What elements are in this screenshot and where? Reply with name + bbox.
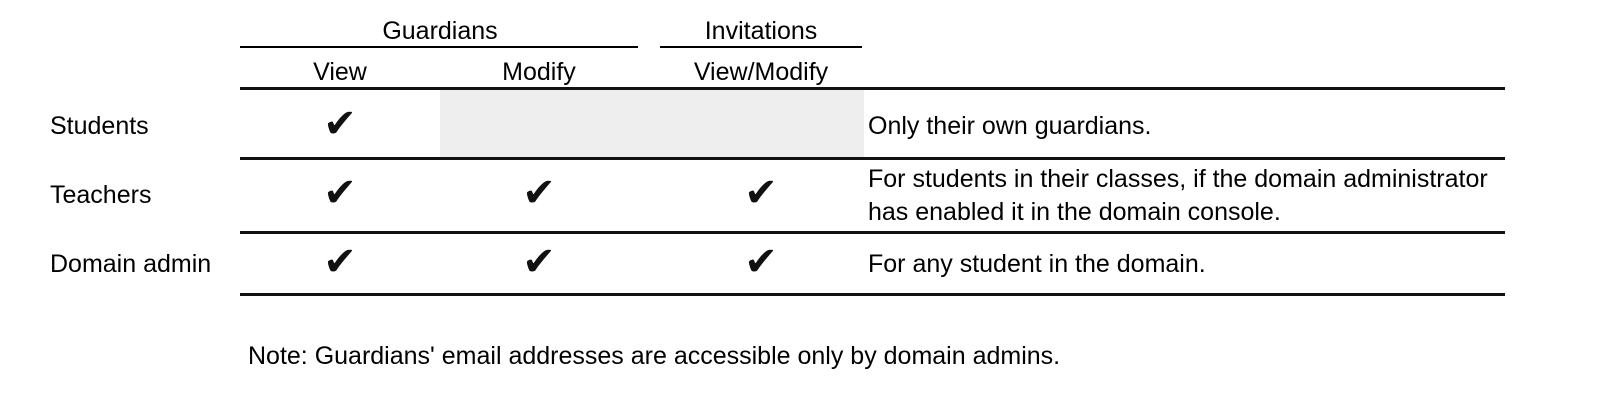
table-rule-bottom xyxy=(240,293,1505,296)
check-icon-teachers-guardians-view: ✔ xyxy=(323,170,357,216)
column-header-invitations-view-modify: View/Modify xyxy=(693,58,829,86)
check-icon-students-guardians-view: ✔ xyxy=(323,101,357,147)
group-header-guardians: Guardians xyxy=(382,17,498,45)
column-header-guardians-modify: Modify xyxy=(502,58,576,86)
group-header-rule-invitations xyxy=(660,46,862,48)
check-icon-teachers-guardians-modify: ✔ xyxy=(522,170,556,216)
check-icon-domain-admin-guardians-modify: ✔ xyxy=(522,239,556,285)
row-description-teachers: For students in their classes, if the do… xyxy=(868,165,1488,226)
group-header-rule-guardians xyxy=(240,46,638,48)
check-icon-teachers-invitations-view-modify: ✔ xyxy=(744,170,778,216)
table-rule-after-teachers xyxy=(240,231,1505,234)
row-label-students: Students xyxy=(50,112,149,140)
table-rule-after-students xyxy=(240,157,1505,160)
column-header-guardians-view: View xyxy=(313,58,367,86)
row-label-domain-admin: Domain admin xyxy=(50,250,212,278)
row-description-domain-admin: For any student in the domain. xyxy=(868,250,1206,278)
group-header-invitations: Invitations xyxy=(704,17,818,45)
check-icon-domain-admin-guardians-view: ✔ xyxy=(323,239,357,285)
table-rule-top xyxy=(240,87,1505,90)
cell-shaded-students-unavailable xyxy=(440,90,864,158)
check-icon-domain-admin-invitations-view-modify: ✔ xyxy=(744,239,778,285)
footnote-text: Note: Guardians' email addresses are acc… xyxy=(248,342,1061,370)
row-label-teachers: Teachers xyxy=(50,181,152,209)
row-description-students: Only their own guardians. xyxy=(868,112,1152,140)
